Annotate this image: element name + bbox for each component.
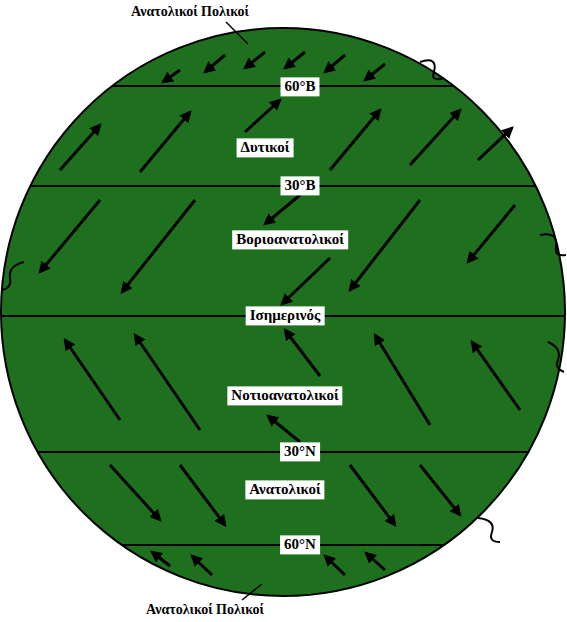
band-text: Ισημερινός [250, 307, 321, 324]
wind-hook [2, 262, 24, 290]
wind-arrow [350, 200, 420, 290]
band-text: 60°Β [284, 78, 315, 95]
wind-arrow [268, 416, 300, 442]
wind-arrow [282, 258, 330, 304]
wind-hook [420, 60, 444, 79]
wind-arrow [245, 52, 265, 68]
band-label: 60°Ν [280, 535, 320, 554]
wind-arrow [60, 125, 100, 170]
wind-arrows [40, 52, 520, 575]
leader-line [226, 22, 248, 44]
wind-arrow [420, 465, 460, 515]
wind-arrow [122, 200, 195, 292]
band-text: 30°Β [284, 177, 315, 194]
wind-arrow [140, 112, 190, 172]
wind-arrow [135, 335, 200, 430]
wind-arrow [40, 200, 100, 272]
band-text: Νοτιοανατολικοί [231, 387, 338, 404]
band-label: Νοτιοανατολικοί [227, 386, 342, 405]
band-label: Βοριοανατολικοί [232, 230, 348, 249]
wind-arrow [152, 552, 170, 566]
wind-arrow [410, 110, 460, 165]
band-text: 30°Ν [284, 443, 316, 460]
band-text: Βοριοανατολικοί [236, 231, 344, 248]
wind-arrow [468, 205, 515, 262]
band-label: Δυτικοί [237, 138, 294, 157]
wind-hook [548, 342, 564, 372]
wind-arrow [163, 70, 180, 82]
wind-arrow [245, 100, 280, 132]
wind-arrow [325, 55, 345, 72]
wind-arrow [478, 128, 512, 160]
wind-arrow [265, 195, 300, 224]
band-label: 30°Ν [280, 442, 320, 461]
earth-disc [1, 28, 565, 596]
wind-name-label: Ανατολικοί Πολικοί [129, 4, 251, 20]
band-label: Ανατολικοί [245, 480, 324, 499]
band-label: Ισημερινός [246, 306, 325, 325]
band-text: Ανατολικοί [249, 481, 320, 498]
wind-arrow [325, 556, 345, 575]
wind-arrow [366, 553, 385, 570]
wind-arrow [192, 556, 212, 575]
wind-arrow [180, 465, 225, 525]
wind-arrow [285, 52, 305, 68]
wind-arrow [65, 340, 120, 420]
band-text: Δυτικοί [241, 139, 290, 156]
wind-arrow [365, 64, 385, 80]
wind-arrow [205, 55, 225, 72]
wind-arrow [472, 342, 520, 410]
wind-arrow [350, 465, 395, 525]
wind-arrow [285, 330, 320, 376]
wind-arrow [110, 465, 160, 520]
wind-name-label: Ανατολικοί Πολικοί [144, 602, 266, 618]
latitude-lines [2, 86, 564, 545]
band-label: 60°Β [280, 77, 319, 96]
leader-line [242, 584, 262, 600]
wind-arrow [330, 110, 380, 170]
wind-arrow [375, 335, 430, 425]
wind-hook [478, 518, 500, 542]
band-label: 30°Β [280, 176, 319, 195]
band-text: 60°Ν [284, 536, 316, 553]
wind-hook [540, 234, 566, 255]
